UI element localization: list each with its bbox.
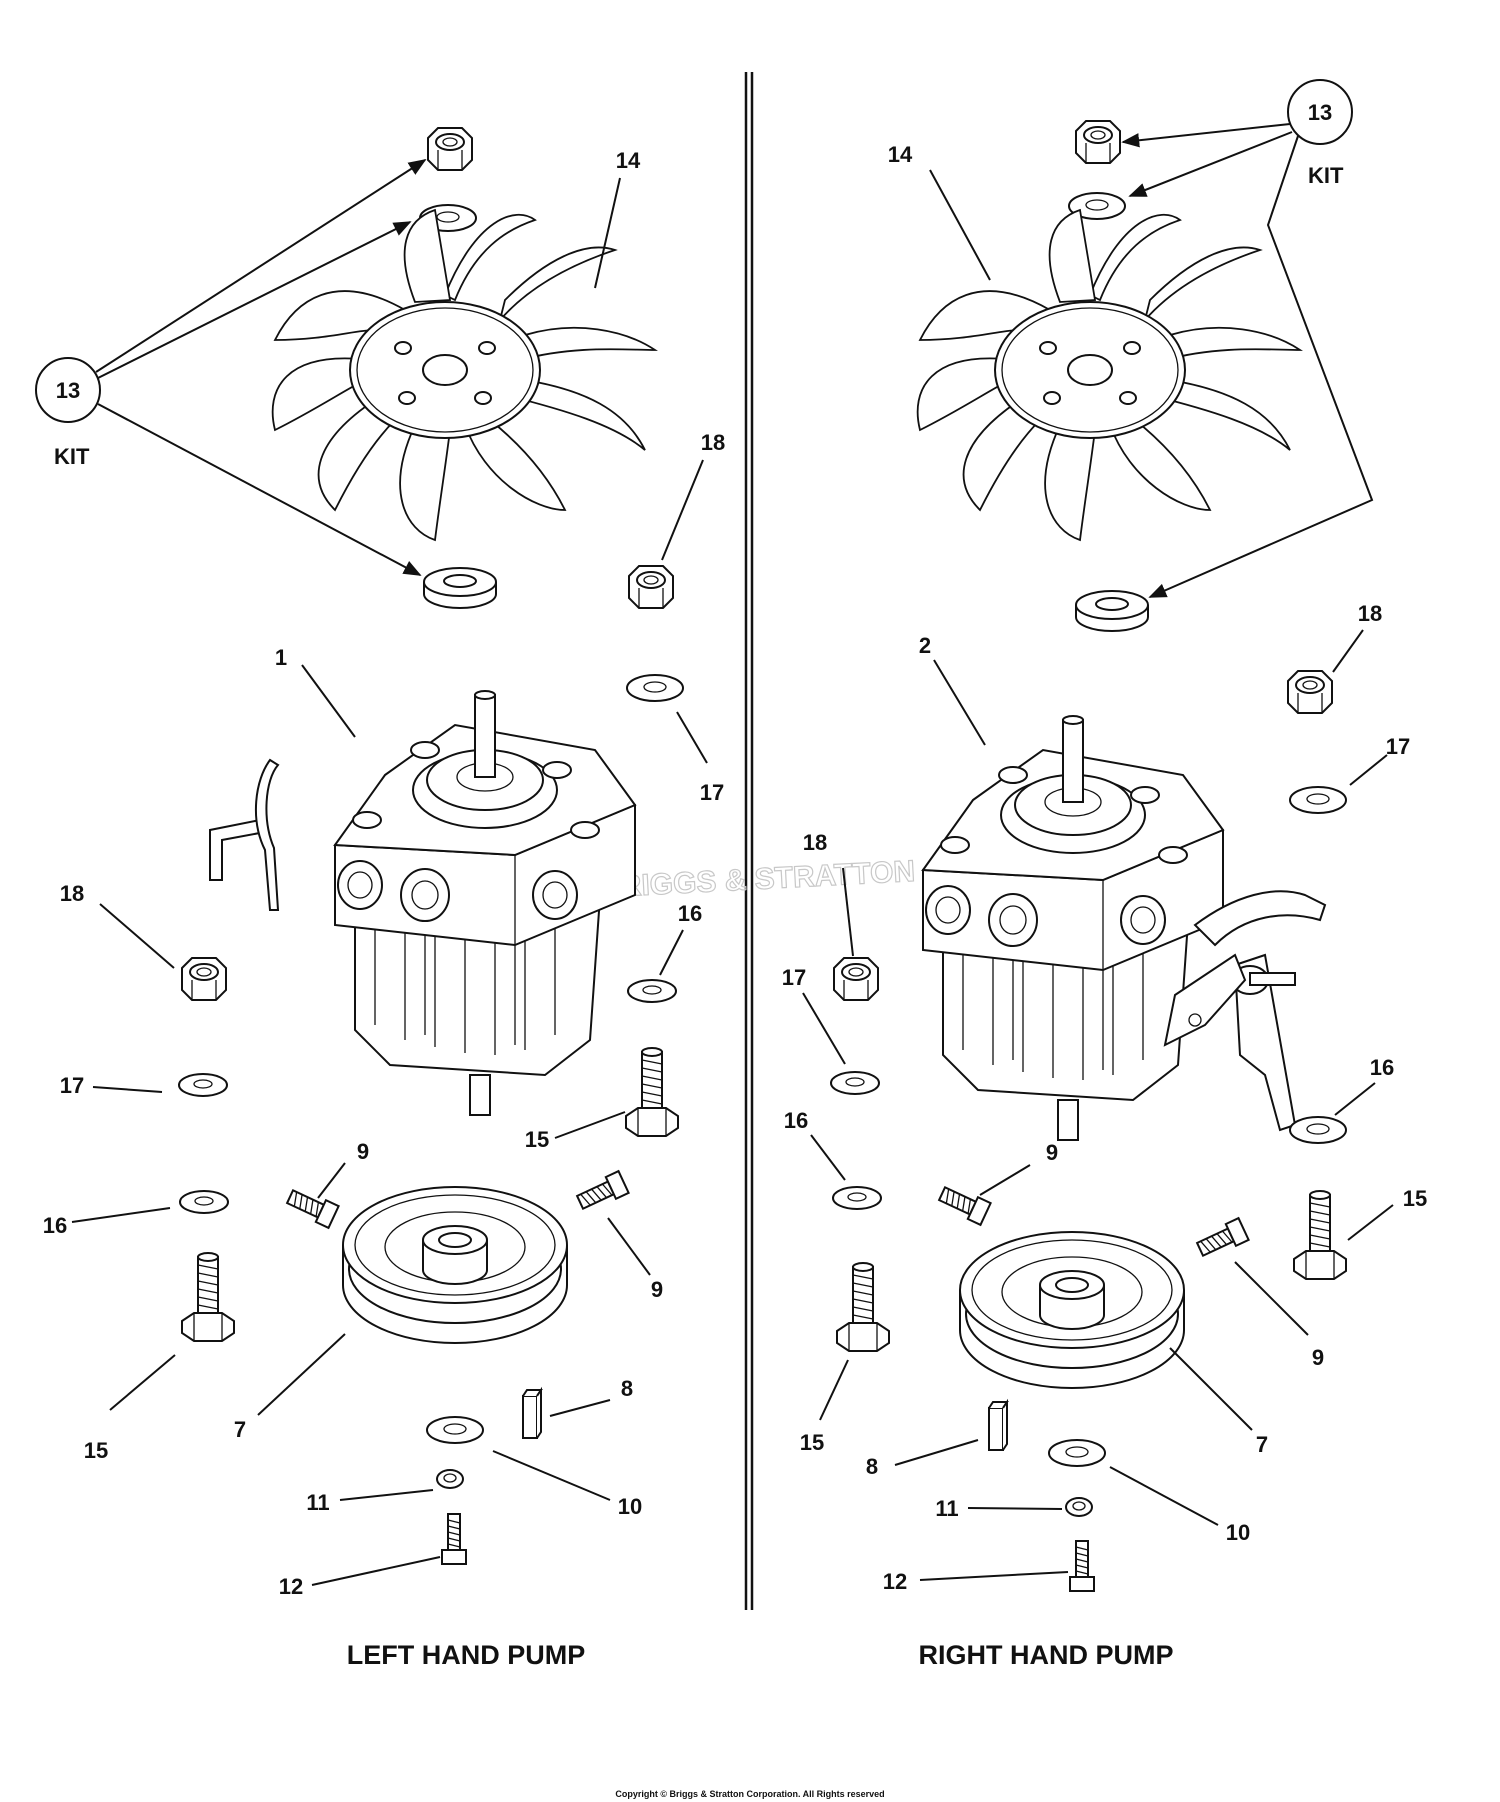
callout-16-left: 16 bbox=[784, 1108, 808, 1133]
caption-left-hand-pump: LEFT HAND PUMP bbox=[347, 1640, 586, 1670]
callout-9a: 9 bbox=[1046, 1140, 1058, 1165]
watermark: BRIGGS & STRATTON bbox=[597, 855, 916, 905]
setscrew-9a bbox=[935, 1181, 992, 1226]
bolt-15-right bbox=[625, 1047, 679, 1137]
callout-15-left: 15 bbox=[84, 1438, 108, 1463]
bolt-15-right bbox=[1293, 1190, 1347, 1280]
setscrew-9b bbox=[1193, 1217, 1250, 1262]
callout-11: 11 bbox=[306, 1490, 329, 1515]
setscrew-9b bbox=[573, 1170, 630, 1215]
nut-18-left bbox=[833, 957, 879, 1001]
callout-18-left: 18 bbox=[60, 881, 84, 906]
pulley bbox=[959, 1231, 1185, 1389]
callout-10: 10 bbox=[618, 1494, 642, 1519]
hydro-pump bbox=[922, 715, 1224, 1141]
kit-nut bbox=[427, 127, 473, 171]
copyright-notice: Copyright © Briggs & Stratton Corporatio… bbox=[615, 1789, 884, 1799]
key bbox=[522, 1389, 542, 1439]
kit-label: KIT bbox=[1308, 163, 1344, 188]
callout-8: 8 bbox=[866, 1454, 878, 1479]
key bbox=[988, 1401, 1008, 1451]
callout-16-right: 16 bbox=[678, 901, 702, 926]
callout-17-left: 17 bbox=[60, 1073, 84, 1098]
kit-nut bbox=[1075, 120, 1121, 164]
washer-16-left bbox=[832, 1186, 882, 1210]
callout-10: 10 bbox=[1226, 1520, 1250, 1545]
callout-12: 12 bbox=[883, 1569, 907, 1594]
callout-18-top: 18 bbox=[701, 430, 725, 455]
washer-16-left bbox=[179, 1190, 229, 1214]
washer-10 bbox=[426, 1416, 484, 1444]
right-hand-pump-panel: 13 KIT 14 2 18 17 18 17 16 15 16 15 9 9 … bbox=[782, 79, 1427, 1670]
callout-15-right: 15 bbox=[1403, 1186, 1427, 1211]
bolt-15-left bbox=[181, 1252, 235, 1342]
callout-7: 7 bbox=[234, 1417, 246, 1442]
washer-17-top bbox=[626, 674, 684, 702]
screw-12 bbox=[1069, 1540, 1095, 1592]
callout-9a: 9 bbox=[357, 1139, 369, 1164]
kit-callout-circle bbox=[1287, 79, 1353, 145]
callout-2: 2 bbox=[919, 633, 931, 658]
callout-14: 14 bbox=[616, 148, 641, 173]
pulley bbox=[342, 1186, 568, 1344]
kit-bushing bbox=[423, 567, 497, 609]
callout-9b: 9 bbox=[651, 1277, 663, 1302]
callout-17-top: 17 bbox=[1386, 734, 1410, 759]
callout-12: 12 bbox=[279, 1574, 303, 1599]
nut-18-left bbox=[181, 957, 227, 1001]
washer-17-top bbox=[1289, 786, 1347, 814]
callout-17-top: 17 bbox=[700, 780, 724, 805]
callout-16-right: 16 bbox=[1370, 1055, 1394, 1080]
kit-label: KIT bbox=[54, 444, 90, 469]
left-hand-pump-panel: 13 KIT 14 1 18 17 18 17 16 15 16 15 9 9 … bbox=[35, 127, 725, 1670]
cooling-fan bbox=[916, 209, 1301, 541]
washer-17-left bbox=[178, 1073, 228, 1097]
nut-18-top bbox=[628, 565, 674, 609]
lock-washer bbox=[436, 1469, 464, 1489]
callout-17-left: 17 bbox=[782, 965, 806, 990]
callout-18-left: 18 bbox=[803, 830, 827, 855]
callout-15-right: 15 bbox=[525, 1127, 549, 1152]
callout-7: 7 bbox=[1256, 1432, 1268, 1457]
callout-16-left: 16 bbox=[43, 1213, 67, 1238]
callout-1: 1 bbox=[275, 645, 287, 670]
washer-10 bbox=[1048, 1439, 1106, 1467]
kit-bushing bbox=[1075, 590, 1149, 632]
caption-right-hand-pump: RIGHT HAND PUMP bbox=[919, 1640, 1174, 1670]
callout-18-top: 18 bbox=[1358, 601, 1382, 626]
bolt-15-left bbox=[836, 1262, 890, 1352]
callout-15-left: 15 bbox=[800, 1430, 824, 1455]
callout-9b: 9 bbox=[1312, 1345, 1324, 1370]
screw-12 bbox=[441, 1513, 467, 1565]
lock-washer bbox=[1065, 1497, 1093, 1517]
callout-13: 13 bbox=[1308, 100, 1332, 125]
kit-callout-circle bbox=[35, 357, 101, 423]
callout-8: 8 bbox=[621, 1376, 633, 1401]
washer-16-right bbox=[1289, 1116, 1347, 1144]
washer-16-right bbox=[627, 979, 677, 1003]
hydro-pump bbox=[334, 690, 636, 1116]
washer-17-left bbox=[830, 1071, 880, 1095]
callout-14: 14 bbox=[888, 142, 913, 167]
setscrew-9a bbox=[283, 1184, 340, 1229]
control-bracket bbox=[209, 759, 279, 911]
callout-13: 13 bbox=[56, 378, 80, 403]
nut-18-top bbox=[1287, 670, 1333, 714]
cooling-fan bbox=[271, 209, 656, 541]
callout-11: 11 bbox=[935, 1496, 958, 1521]
